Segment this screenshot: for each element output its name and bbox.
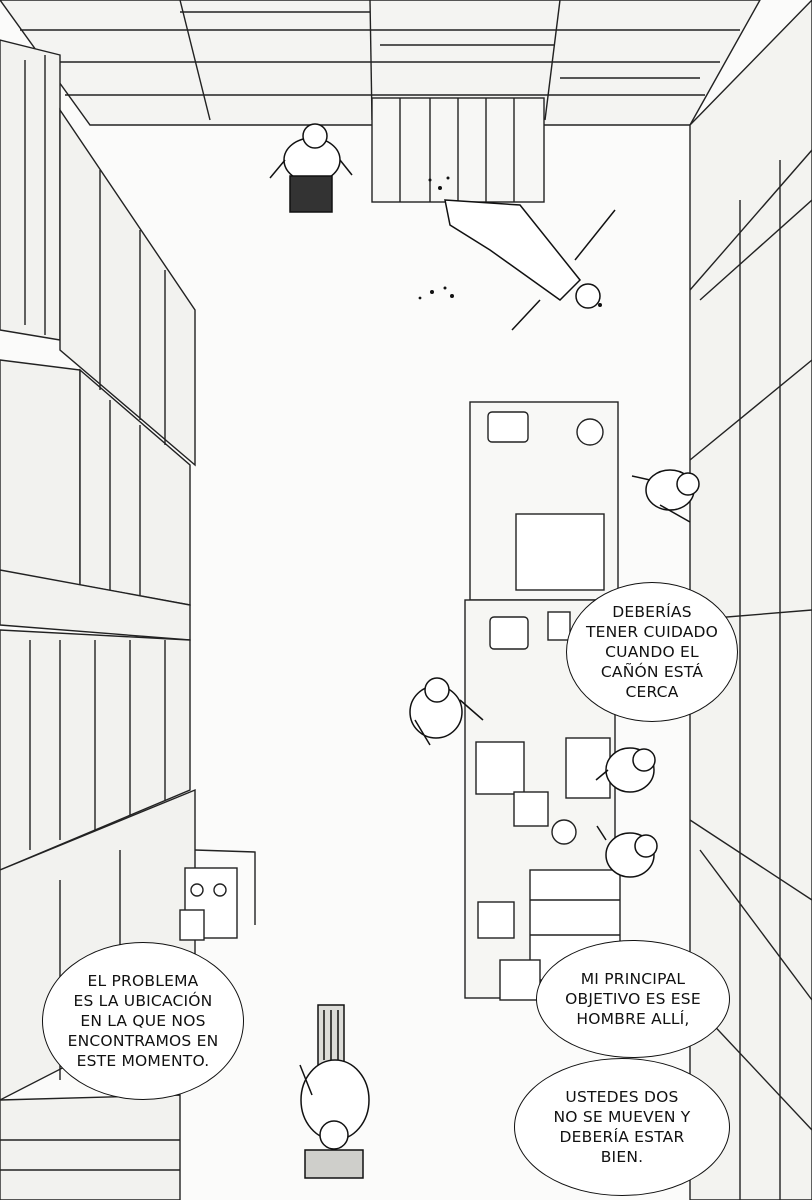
crate-stack [371,97,545,203]
speech-bubble-canon-warning: DEBERÍAS TENER CUIDADO CUANDO EL CAÑÓN E… [566,582,738,722]
bubble-line: CAÑÓN ESTÁ [600,663,704,681]
small-stool [179,849,256,941]
bubble-line: CUANDO EL [605,643,699,661]
speech-bubble-text: USTEDES DOS NO SE MUEVEN Y DEBERÍA ESTAR… [554,1087,691,1167]
speech-bubble-text: DEBERÍAS TENER CUIDADO CUANDO EL CAÑÓN E… [586,602,718,702]
speech-bubble-main-target: MI PRINCIPAL OBJETIVO ES ESE HOMBRE ALLÍ… [536,940,730,1058]
bubble-line: BIEN. [600,1148,644,1166]
figure-right-wall [631,469,700,523]
bubble-line: OBJETIVO ES ESE [565,990,701,1008]
bubble-line: ES LA UBICACIÓN [73,992,213,1010]
speech-bubble-text: MI PRINCIPAL OBJETIVO ES ESE HOMBRE ALLÍ… [565,969,701,1029]
right-wall [689,0,812,1200]
bubble-line: TENER CUIDADO [585,623,719,641]
speech-bubble-stay-still: USTEDES DOS NO SE MUEVEN Y DEBERÍA ESTAR… [514,1058,730,1196]
speech-bubble-location-problem: EL PROBLEMA ES LA UBICACIÓN EN LA QUE NO… [42,942,244,1100]
bubble-line: USTEDES DOS [565,1088,679,1106]
bubble-line: HOMBRE ALLÍ, [576,1010,690,1028]
figure-near-counter [409,677,484,746]
figure-behind-counter-2 [596,825,658,878]
work-counter [464,401,621,1001]
figure-standing-top [269,123,353,213]
figure-behind-counter-1 [595,747,656,793]
speech-bubble-text: EL PROBLEMA ES LA UBICACIÓN EN LA QUE NO… [68,971,219,1071]
bubble-line: ENCONTRAMOS EN [67,1032,219,1050]
bubble-line: EL PROBLEMA [87,972,199,990]
bubble-line: EN LA QUE NOS [80,1012,206,1030]
bubble-line: MI PRINCIPAL [580,970,686,988]
figure-fallen [418,176,616,331]
bubble-line: DEBERÍAS [612,603,692,621]
figure-gunner [299,1004,370,1179]
bubble-line: CERCA [625,683,679,701]
bubble-line: NO SE MUEVEN Y [553,1108,691,1126]
bubble-line: DEBERÍA ESTAR [559,1128,685,1146]
bubble-line: ESTE MOMENTO. [76,1052,210,1070]
